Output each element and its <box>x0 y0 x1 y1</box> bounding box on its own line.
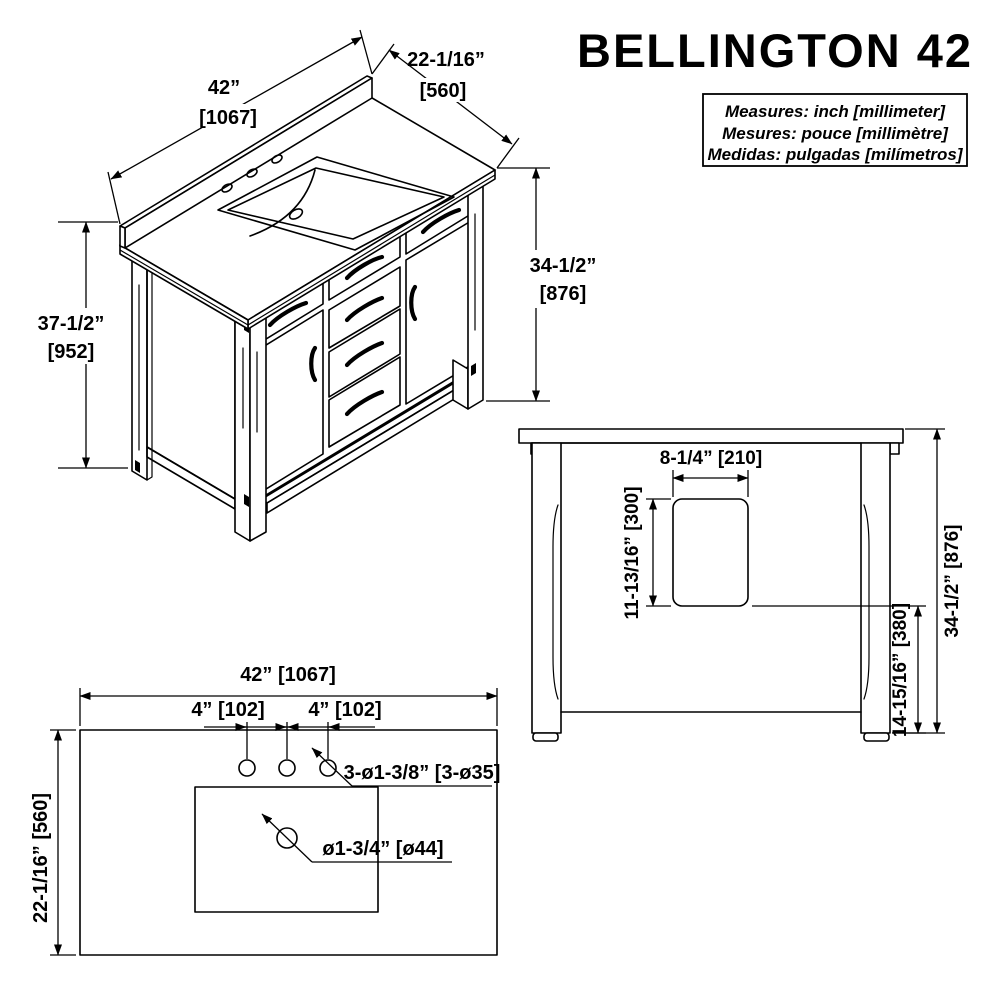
counter-end-trim-right <box>889 442 900 455</box>
extension-line <box>79 688 498 726</box>
dim-label-total-height-in: 37-1/2” <box>38 313 105 335</box>
dim-label-cutout-width: 8-1/4” [210] <box>660 448 762 469</box>
drawer-handle <box>344 389 385 417</box>
leg-chamfer-right <box>863 504 870 700</box>
dim-top-depth: 22-1/16” [560] <box>30 729 76 956</box>
back-panel-edges <box>560 442 862 713</box>
dim-label-spacing-right: 4” [102] <box>308 699 381 721</box>
dim-label-top-depth: 22-1/16” [560] <box>30 793 52 923</box>
dim-back-height: 34-1/2” [876] <box>892 428 963 734</box>
dim-iso-depth: 22-1/16” [560] <box>371 43 520 169</box>
legend-line-es: Medidas: pulgadas [milímetros] <box>707 145 963 164</box>
faucet-hole <box>221 183 233 193</box>
door-handle-right <box>409 284 418 322</box>
drawer-front-3 <box>328 308 401 398</box>
sink-bowl-curve <box>249 169 316 237</box>
label-mask <box>186 104 270 128</box>
drain-hole <box>276 827 298 849</box>
extension-line <box>50 729 76 956</box>
dim-cutout-height: 11-13/16” [300] <box>622 486 671 620</box>
dim-cutout-width: 8-1/4” [210] <box>660 448 762 497</box>
drawer-handle <box>344 340 385 368</box>
dim-cutout-bottom: 14-15/16” [380] <box>752 603 926 737</box>
leader-line <box>261 813 313 863</box>
leg-chamfer-left <box>552 504 559 700</box>
drawer-handle <box>267 300 309 328</box>
vanity-leg-front-right-side <box>452 359 469 410</box>
dim-label-cutout-height: 11-13/16” [300] <box>622 486 643 619</box>
sink-drain-hole <box>288 208 304 220</box>
dim-hole-spacing: 4” [102] 4” [102] <box>191 699 382 759</box>
legend-box: Measures: inch [millimeter] Mesures: pou… <box>702 93 968 167</box>
legend-line-en: Measures: inch [millimeter] <box>725 102 946 121</box>
dim-label-spacing-left: 4” [102] <box>191 699 264 721</box>
extension-line <box>496 137 520 169</box>
dim-label-total-height-mm: [952] <box>48 341 95 363</box>
drawer-handle <box>420 207 462 235</box>
legend-line-fr: Mesures: pouce [millimètre] <box>722 124 949 143</box>
extension-line <box>646 498 671 607</box>
countertop-profile-line <box>119 249 249 326</box>
leader-line <box>311 747 353 787</box>
dim-label-cutout-bottom: 14-15/16” [380] <box>890 603 911 737</box>
dim-iso-width: 42” [1067] <box>107 29 373 225</box>
sink-cutout <box>194 786 379 913</box>
page-title: BELLINGTON 42 <box>577 24 973 77</box>
back-leg-right <box>860 442 891 734</box>
faucet-hole <box>278 759 296 777</box>
drawer-handle <box>344 295 385 323</box>
extension-line <box>107 171 121 225</box>
label-mask <box>408 78 478 102</box>
side-stretcher <box>146 446 236 510</box>
leg-peg <box>135 460 140 473</box>
dim-label-counter-height-in: 34-1/2” <box>530 255 597 277</box>
back-leg-left <box>531 442 562 734</box>
countertop-slab <box>518 428 904 444</box>
legend-border <box>702 93 968 167</box>
foot-left <box>532 732 559 742</box>
faucet-hole <box>238 759 256 777</box>
callout-label-faucet-holes: 3-ø1-3/8” [3-ø35] <box>344 762 501 784</box>
foot-right <box>863 732 890 742</box>
vanity-leg-front-left <box>249 313 267 542</box>
dim-top-width: 42” [1067] <box>79 664 498 726</box>
dim-label-counter-height-mm: [876] <box>540 283 587 305</box>
extension-line <box>672 470 749 497</box>
plumbing-cutout <box>672 498 749 607</box>
dim-label-width-mm: [1067] <box>199 107 257 129</box>
isometric-view: 42” [1067] 22-1/16” [560] 37-1/2” [952] <box>26 29 612 542</box>
dim-label-top-width: 42” [1067] <box>240 664 336 686</box>
callout-label-drain-hole: ø1-3/4” [ø44] <box>322 838 443 860</box>
dim-label-depth-mm: [560] <box>420 80 467 102</box>
back-view: 8-1/4” [210] 11-13/16” [300] 14-15/16” [… <box>518 428 963 742</box>
countertop-profile-line <box>247 174 496 326</box>
label-mask <box>512 250 612 308</box>
extension-line <box>359 29 373 75</box>
drawer-front-2 <box>328 266 401 349</box>
extension-line <box>371 43 395 75</box>
faucet-hole <box>319 759 337 777</box>
label-mask <box>26 308 120 364</box>
leg-peg <box>244 494 249 507</box>
dim-iso-total-height: 37-1/2” [952] <box>26 221 128 469</box>
backsplash-end <box>119 225 126 249</box>
dim-iso-counter-height: 34-1/2” [876] <box>486 167 612 402</box>
door-handle-left <box>309 345 318 383</box>
sink-rim-inner <box>227 167 445 240</box>
dim-label-back-height: 34-1/2” [876] <box>942 524 963 637</box>
drawer-front-4 <box>328 356 401 448</box>
top-view: 42” [1067] 4” [102] 4” [102] 3-ø1-3/8” [… <box>30 664 501 956</box>
dim-label-width-in: 42” <box>208 77 240 99</box>
drawer-handle <box>344 254 385 281</box>
callout-drain-hole: ø1-3/4” [ø44] <box>261 813 452 863</box>
leg-peg <box>471 363 476 376</box>
dim-label-depth-in: 22-1/16” <box>407 49 485 71</box>
callout-faucet-holes: 3-ø1-3/8” [3-ø35] <box>311 747 501 787</box>
extension-line <box>246 722 329 759</box>
